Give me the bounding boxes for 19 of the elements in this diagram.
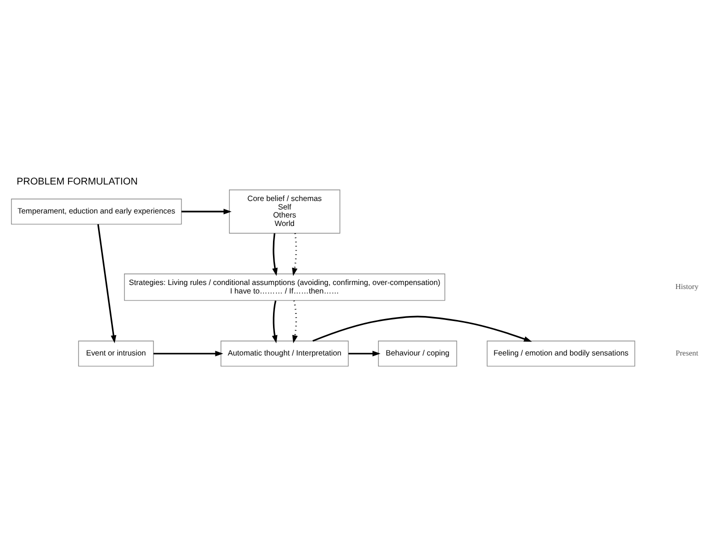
node-box: Strategies: Living rules / conditional assumptions (avoiding, confirming, over-compensation) I have to……… / If……then…… bbox=[124, 274, 446, 301]
node-box: Event or intrusion bbox=[78, 340, 154, 367]
node-box: Automatic thought / Interpretation bbox=[220, 340, 349, 367]
node-box: Behaviour / coping bbox=[378, 340, 458, 367]
label: Present bbox=[676, 348, 698, 358]
diagram-title: PROBLEM FORMULATION bbox=[16, 176, 138, 188]
arrow bbox=[292, 300, 298, 344]
label: History bbox=[675, 282, 698, 292]
node-box: Core belief / schemas Self Others World bbox=[229, 190, 340, 234]
arrow bbox=[97, 224, 116, 344]
arrow bbox=[154, 350, 224, 356]
arrow bbox=[182, 208, 232, 214]
node-box: Feeling / emotion and bodily sensations bbox=[486, 340, 636, 367]
arrow bbox=[272, 300, 278, 344]
arrow bbox=[348, 350, 380, 356]
arrow bbox=[312, 316, 532, 342]
arrow bbox=[272, 233, 278, 276]
node-box: Temperament, eduction and early experiences bbox=[11, 198, 182, 225]
arrow bbox=[292, 233, 298, 276]
